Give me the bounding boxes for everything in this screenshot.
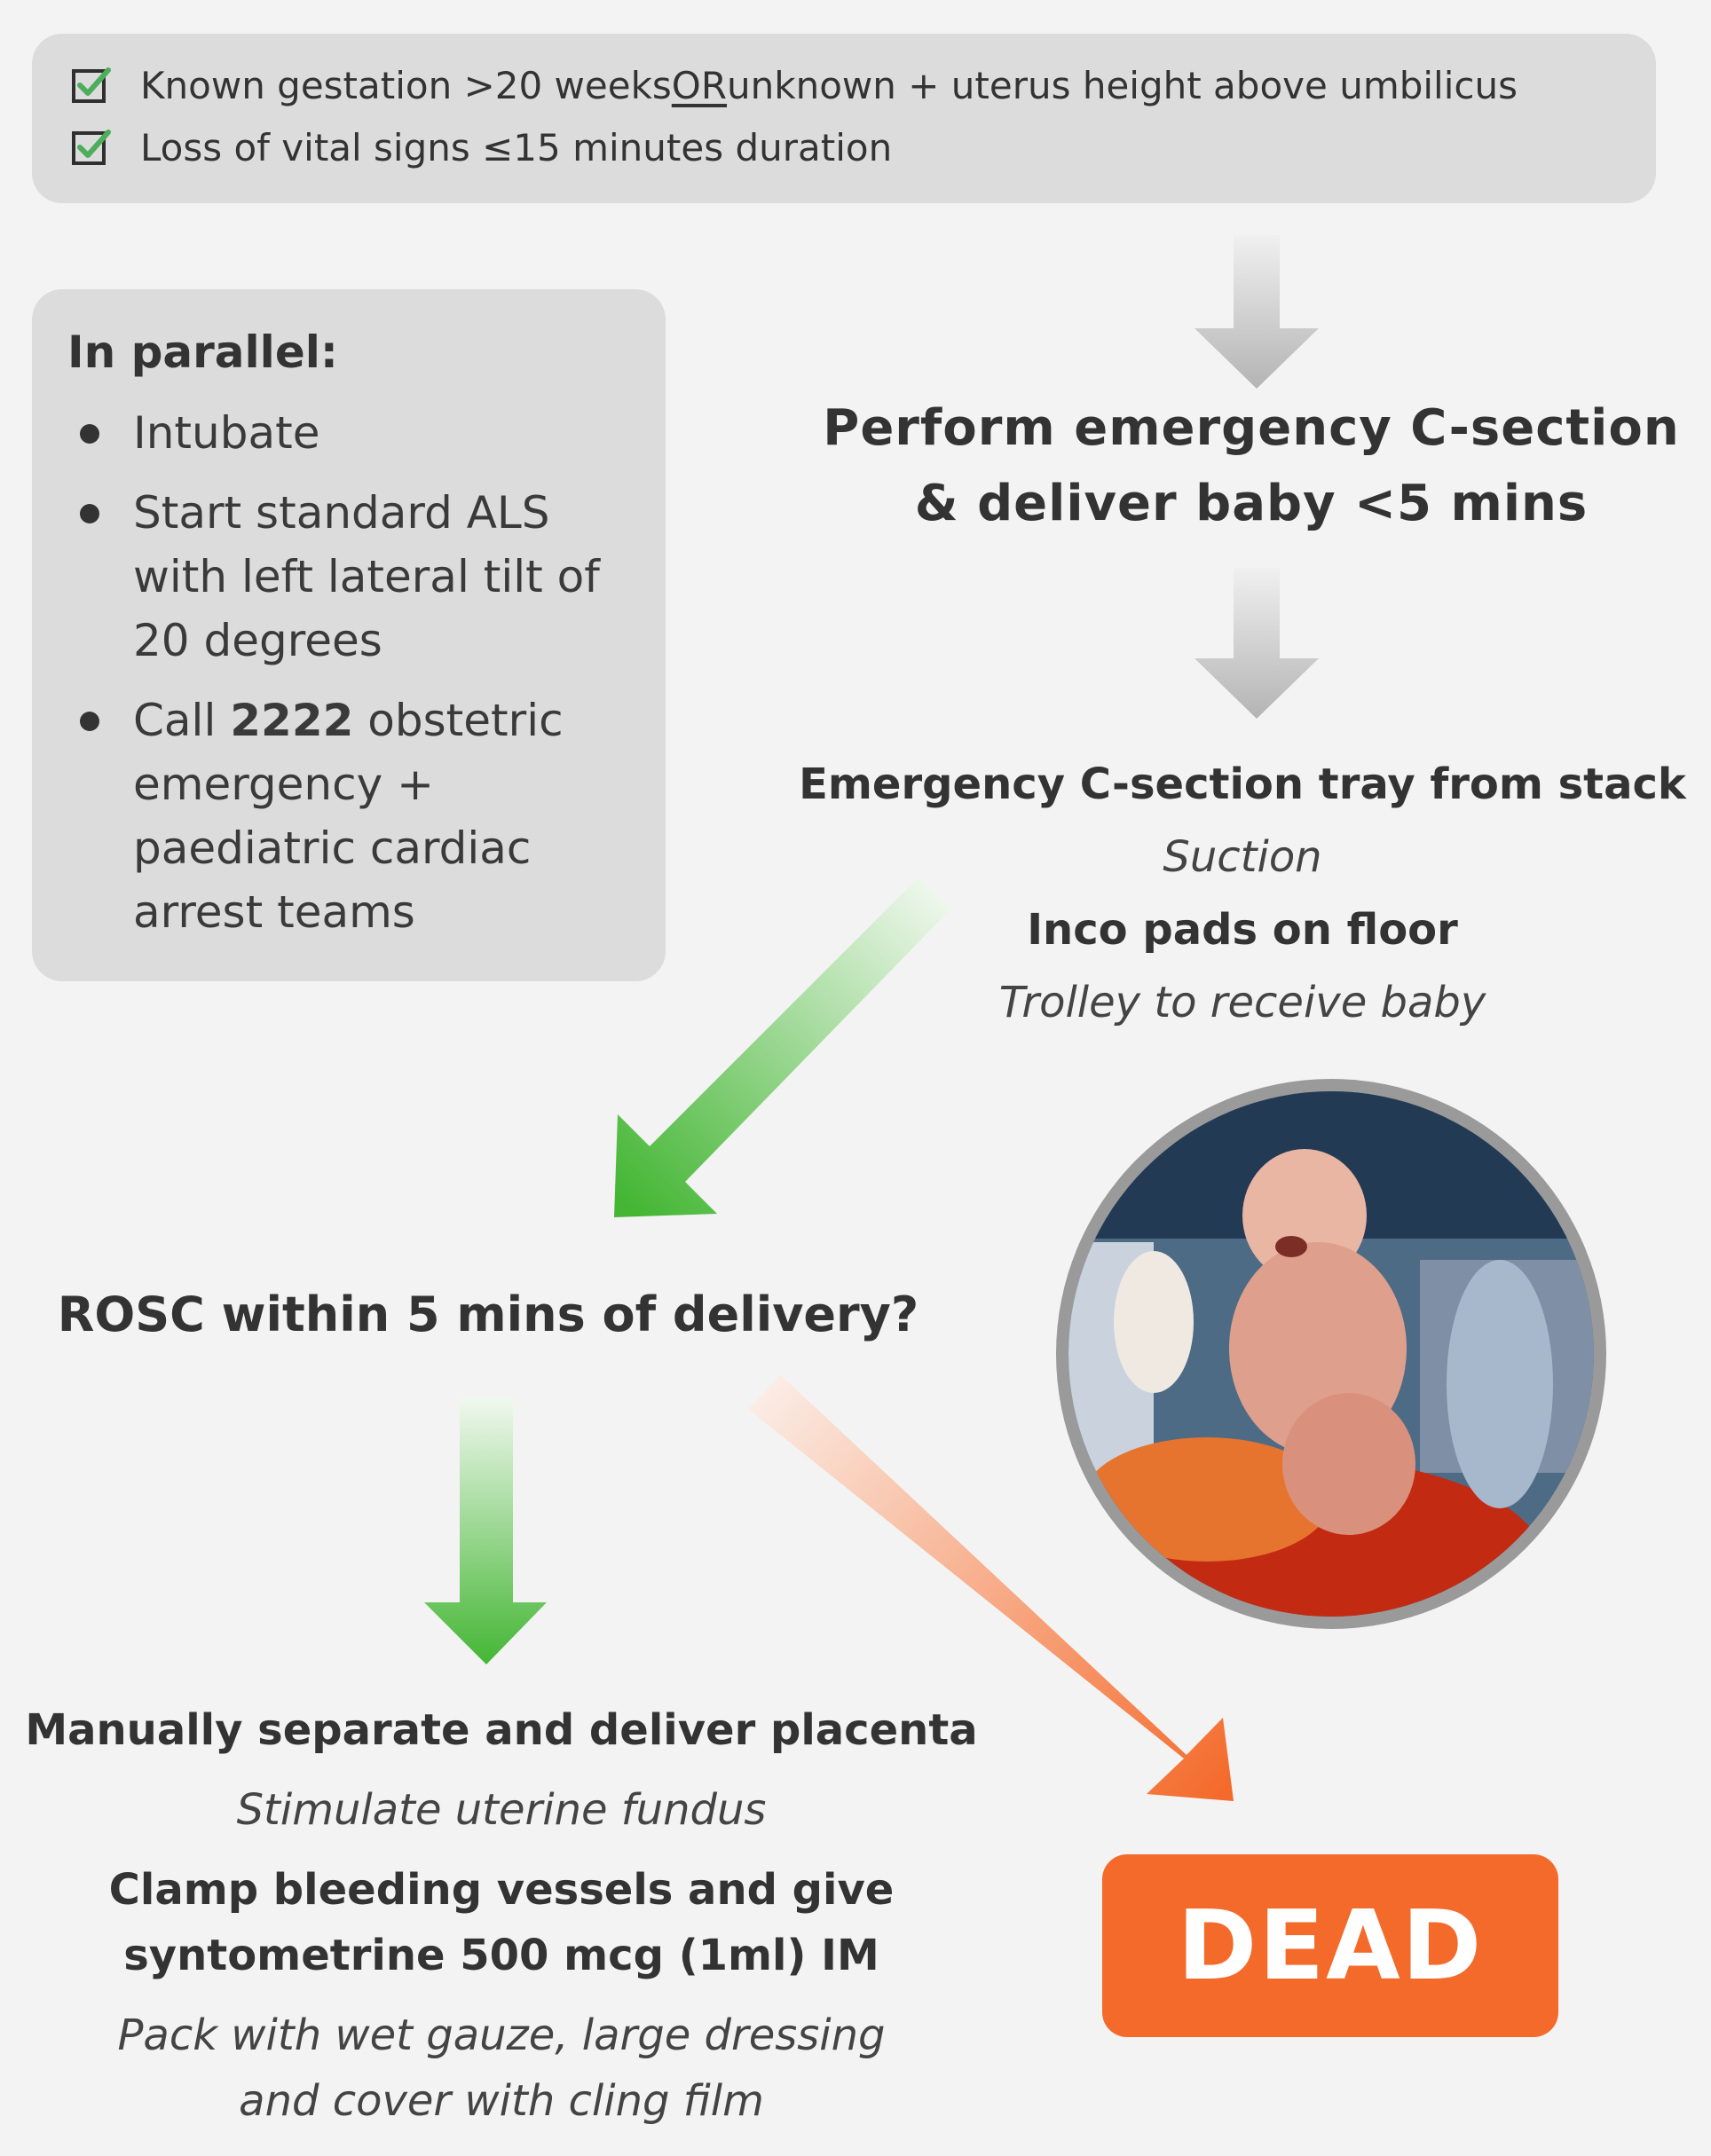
placenta-line1: Manually separate and deliver placenta (25, 1705, 978, 1755)
parallel-title: In parallel: (67, 327, 338, 378)
placenta-line4a: Pack with wet gauze, large dressing (117, 2010, 886, 2060)
checkbox-checked-icon (72, 67, 111, 103)
call-number: 2222 (230, 695, 354, 746)
prep-suction: Suction (1163, 832, 1322, 882)
csection-step-line2: & deliver baby <5 mins (914, 475, 1589, 532)
parallel-box: In parallel: Intubate Start standard ALS… (32, 289, 666, 981)
bullet-icon (80, 712, 99, 731)
arrow-down-green-icon (424, 1397, 547, 1664)
newborn-photo (1056, 1079, 1606, 1629)
arrow-diagonal-green-icon (614, 877, 951, 1217)
arrow-down-icon (1195, 235, 1319, 389)
bullet-icon (80, 504, 99, 523)
parallel-item-text: Intubate (133, 407, 320, 459)
dead-outcome-box: DEAD (1102, 1854, 1558, 2037)
arrow-diagonal-orange-icon (748, 1375, 1234, 1801)
criteria-text-or: OR (671, 64, 728, 107)
criteria-text: Loss of vital signs ≤15 minutes duration (140, 126, 893, 169)
criteria-box: Known gestation >20 weeks OR unknown + u… (32, 34, 1656, 203)
criteria-text-after: unknown + uterus height above umbilicus (727, 64, 1518, 107)
bullet-icon (80, 424, 99, 444)
criteria-item: Loss of vital signs ≤15 minutes duration (71, 126, 892, 169)
call-prefix: Call (133, 695, 231, 746)
checkbox-checked-icon (72, 129, 111, 165)
criteria-item: Known gestation >20 weeks OR unknown + u… (71, 64, 1518, 107)
placenta-line2: Stimulate uterine fundus (236, 1785, 767, 1835)
parallel-item-text: Start standard ALS with left lateral til… (133, 487, 600, 666)
prep-pads: Inco pads on floor (1027, 905, 1458, 955)
csection-step-line1: Perform emergency C-section (823, 399, 1680, 457)
rosc-question: ROSC within 5 mins of delivery? (57, 1287, 919, 1342)
arrow-down-icon (1195, 568, 1319, 719)
prep-trolley: Trolley to receive baby (998, 978, 1486, 1027)
dead-label: DEAD (1177, 1890, 1484, 2002)
placenta-line3b: syntometrine 500 mcg (1ml) IM (123, 1931, 879, 1980)
placenta-line4b: and cover with cling film (239, 2076, 764, 2126)
criteria-text-before: Known gestation >20 weeks (140, 64, 672, 107)
call-suffix: obstetric emergency + paediatric cardiac… (133, 695, 564, 938)
placenta-line3a: Clamp bleeding vessels and give (108, 1865, 895, 1915)
prep-tray: Emergency C-section tray from stack (799, 759, 1686, 809)
parallel-item-text: Call 2222 obstetric emergency + paediatr… (133, 689, 648, 944)
